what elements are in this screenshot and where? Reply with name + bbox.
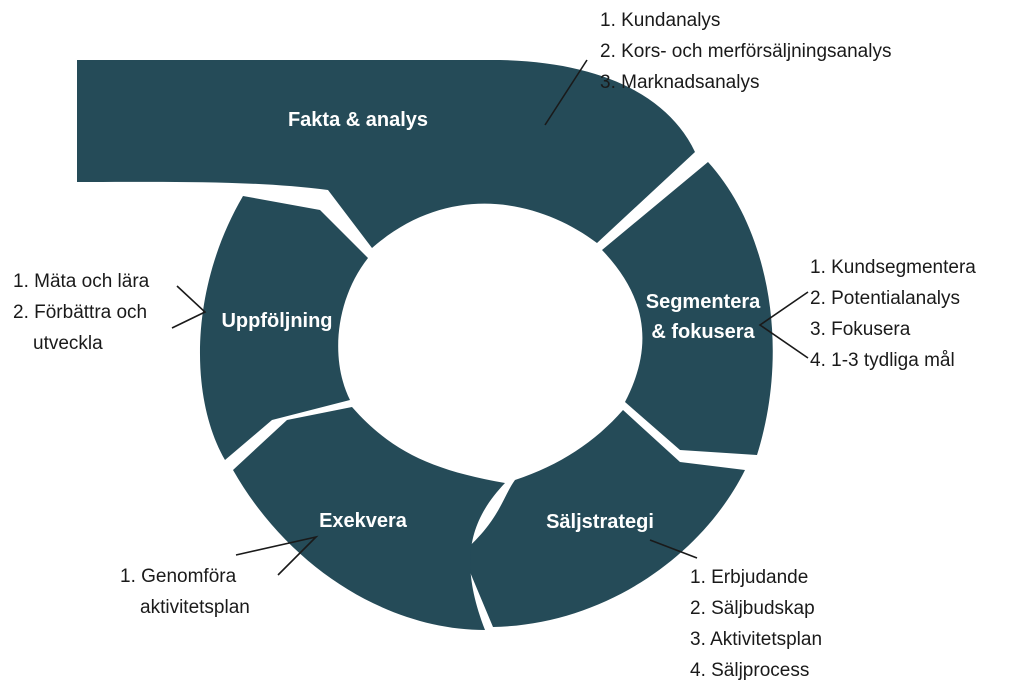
segment-label-segmentera-line1: Segmentera bbox=[646, 291, 761, 313]
note-item: 3. Aktivitetsplan bbox=[690, 629, 823, 650]
note-item: 2. Potentialanalys bbox=[810, 288, 960, 309]
callout-line-uppfoljning bbox=[171, 285, 207, 329]
segment-label-exekvera: Exekvera bbox=[319, 510, 408, 532]
callout-line-saljstrategi bbox=[649, 539, 698, 559]
note-item: 3. Fokusera bbox=[810, 319, 911, 340]
callout-line-fakta bbox=[544, 59, 588, 126]
segment-label-saljstrategi: Säljstrategi bbox=[546, 511, 654, 533]
notes-fakta: 1. Kundanalys 2. Kors- och merförsäljnin… bbox=[600, 5, 891, 98]
note-item: 2. Förbättra och bbox=[13, 302, 148, 323]
segment-label-uppfoljning: Uppföljning bbox=[221, 310, 332, 332]
segment-exekvera bbox=[233, 407, 505, 630]
note-item: 2. Kors- och merförsäljningsanalys bbox=[600, 41, 892, 62]
notes-exekvera: 1. Genomföra aktivitetsplan bbox=[120, 561, 250, 623]
note-item: 3. Marknadsanalys bbox=[600, 72, 760, 93]
segment-label-segmentera-line2: & fokusera bbox=[651, 321, 755, 343]
note-item: 1. Kundanalys bbox=[600, 10, 721, 31]
note-item: 1. Mäta och lära bbox=[13, 271, 150, 292]
callout-line-exekvera bbox=[235, 535, 319, 576]
notes-segmentera: 1. Kundsegmentera 2. Potentialanalys 3. … bbox=[810, 252, 976, 376]
segment-uppfoljning bbox=[199, 196, 368, 460]
segment-label-fakta-analys: Fakta & analys bbox=[288, 109, 428, 131]
segment-segmentera-fokusera bbox=[602, 162, 773, 455]
note-item: 1. Erbjudande bbox=[690, 567, 809, 588]
note-item: aktivitetsplan bbox=[140, 597, 250, 618]
note-item: 4. Säljprocess bbox=[690, 660, 810, 681]
segment-saljstrategi bbox=[462, 410, 745, 627]
notes-uppfoljning: 1. Mäta och lära 2. Förbättra och utveck… bbox=[13, 266, 149, 359]
notes-saljstrategi: 1. Erbjudande 2. Säljbudskap 3. Aktivite… bbox=[690, 562, 822, 686]
note-item: utveckla bbox=[33, 333, 103, 354]
note-item: 4. 1-3 tydliga mål bbox=[810, 350, 955, 371]
note-item: 1. Genomföra bbox=[120, 566, 237, 587]
segment-fakta-analys bbox=[77, 60, 695, 248]
note-item: 1. Kundsegmentera bbox=[810, 257, 976, 278]
note-item: 2. Säljbudskap bbox=[690, 598, 815, 619]
callout-line-segmentera bbox=[758, 291, 809, 359]
